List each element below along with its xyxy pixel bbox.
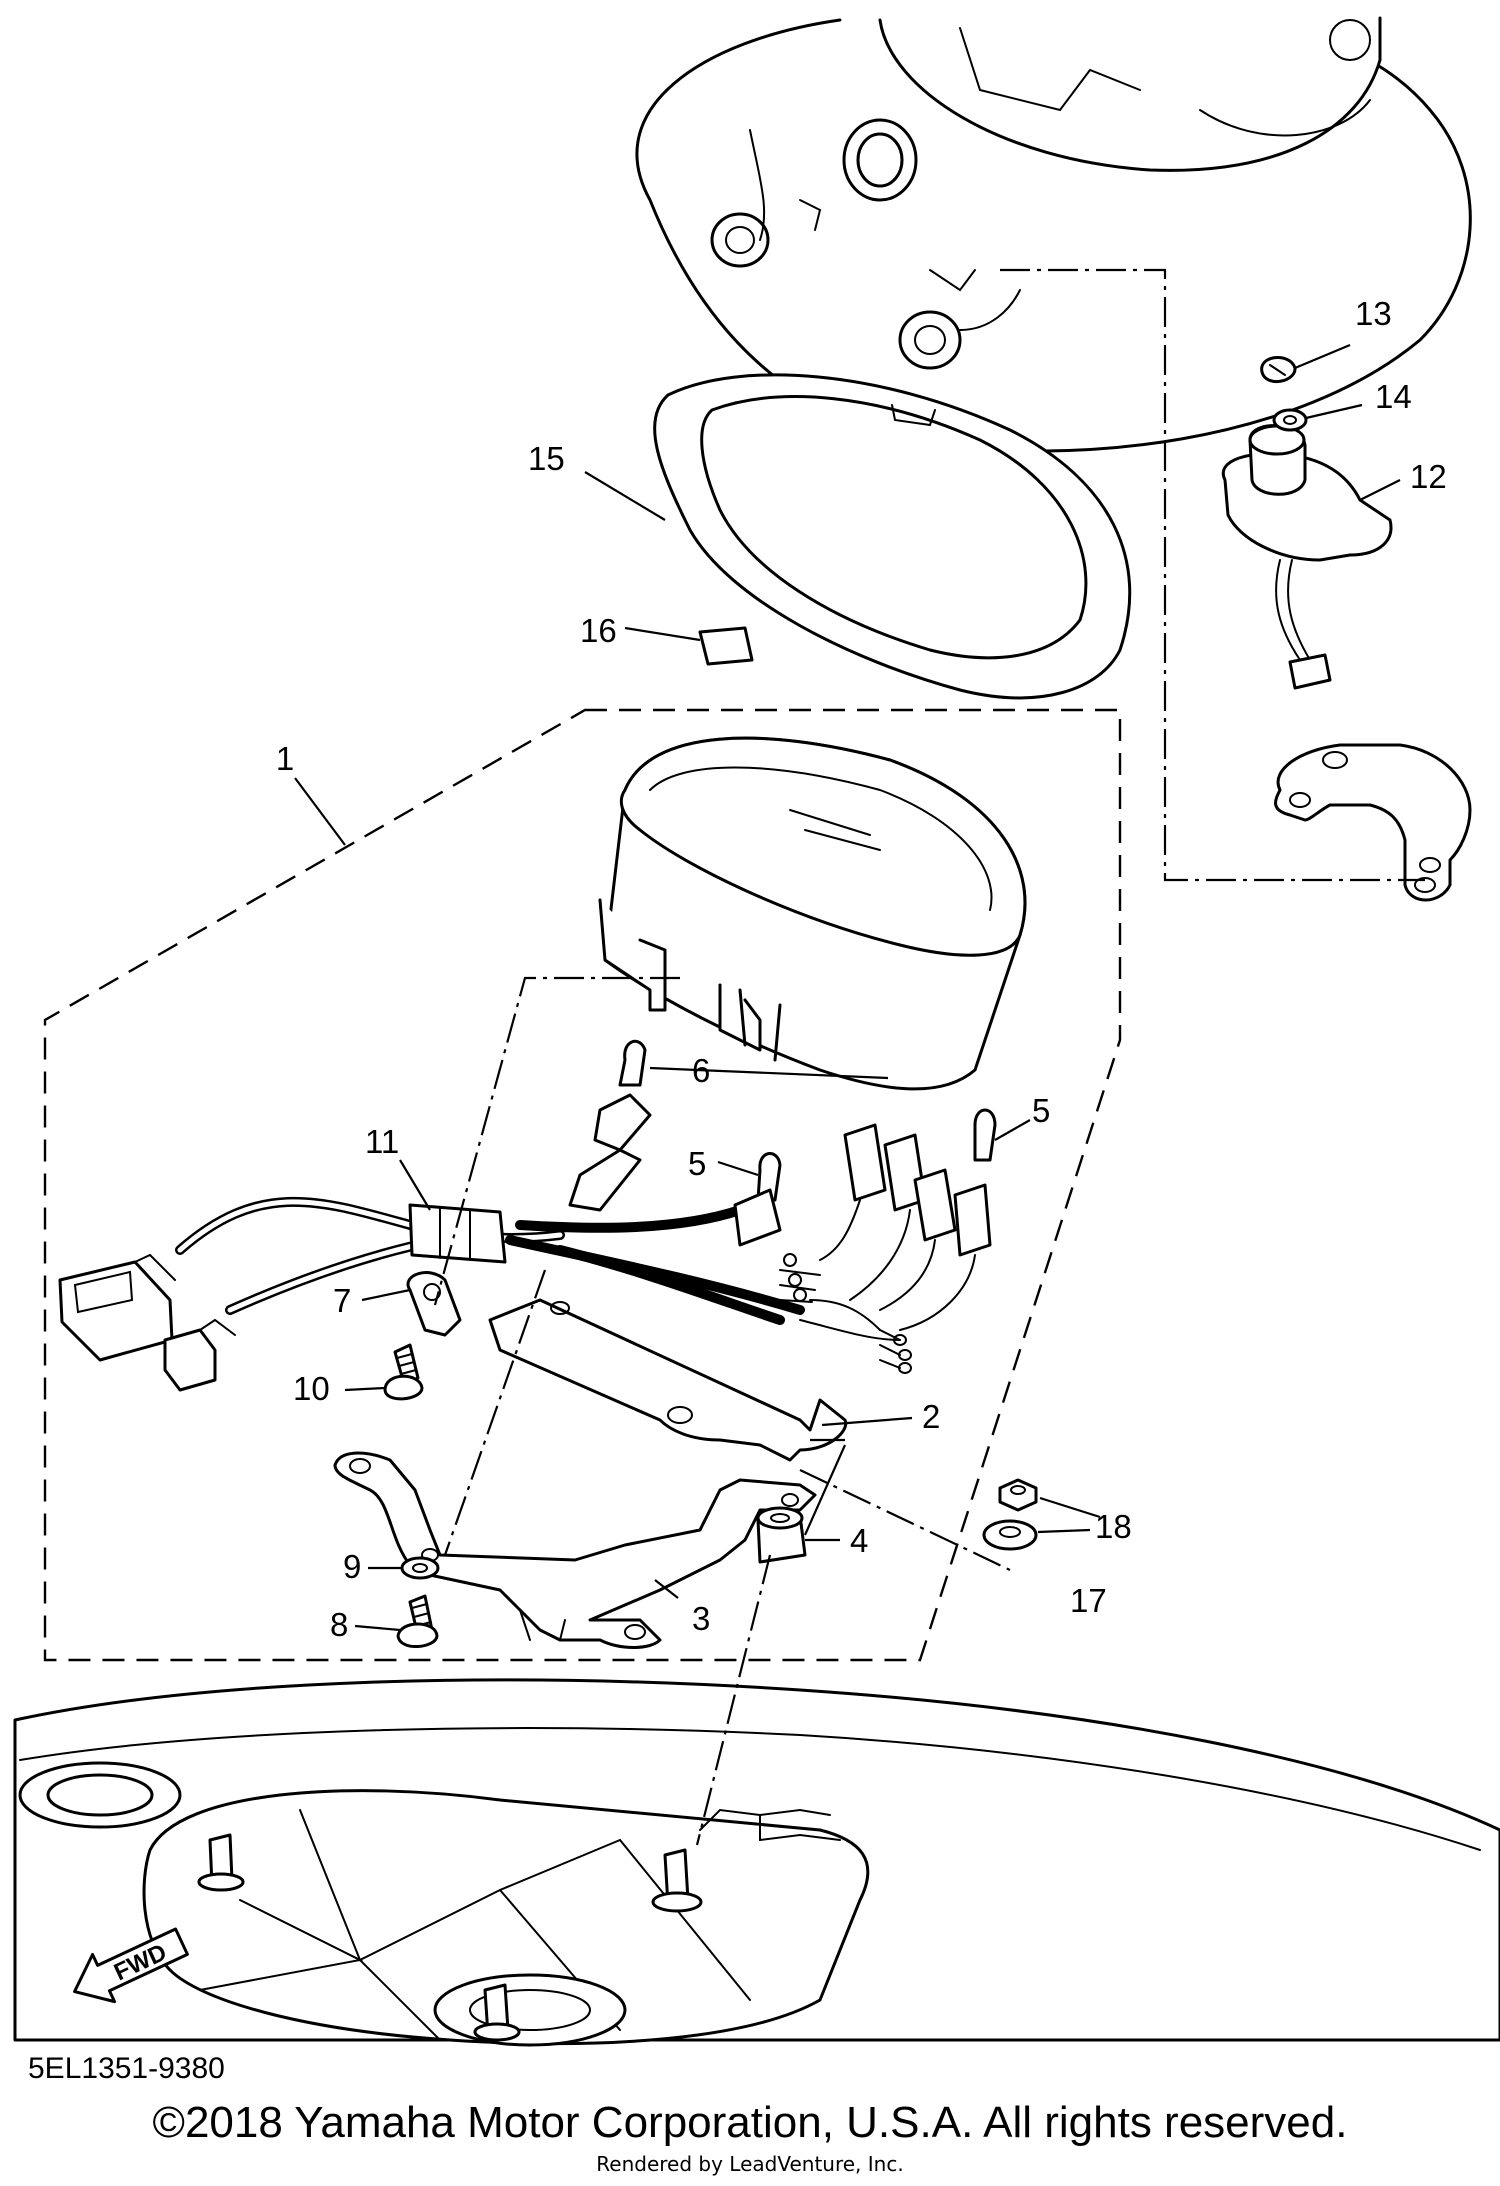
- washer: [982, 1519, 1038, 1551]
- callout-16: 16: [580, 612, 617, 649]
- reference-line: [433, 976, 680, 1306]
- main-coupler: [58, 1253, 176, 1362]
- nut: [998, 1478, 1038, 1512]
- callout-6: 6: [692, 1052, 710, 1089]
- reference-line: [695, 1554, 772, 1846]
- clip: [698, 626, 754, 666]
- callout-2: 2: [922, 1398, 940, 1435]
- wire-clamp: [406, 1271, 462, 1337]
- callout-9: 9: [343, 1548, 361, 1585]
- wire-harness: [175, 1093, 992, 1374]
- reference-line: [799, 1469, 1011, 1571]
- callout-1: 1: [276, 740, 294, 777]
- callout-11: 11: [365, 1123, 399, 1160]
- callout-13: 13: [1355, 295, 1392, 332]
- callout-4: 4: [850, 1522, 868, 1559]
- bulb: [973, 1108, 997, 1162]
- screw: [1260, 355, 1297, 383]
- callout-3: 3: [692, 1600, 710, 1637]
- headlight-body: [13, 1678, 1500, 2047]
- meter-body: [598, 736, 1027, 1091]
- callout-5a: 5: [1032, 1092, 1050, 1129]
- rendered-by-note: Rendered by LeadVenture, Inc.: [596, 2152, 904, 2176]
- leader-lines: [294, 343, 1401, 1632]
- diagram-code: 5EL1351-9380: [28, 2052, 225, 2085]
- switch: [1221, 424, 1393, 690]
- meter-cover-plate: [488, 1298, 848, 1462]
- callout-17: 17: [1070, 1582, 1107, 1619]
- washer: [400, 1556, 440, 1580]
- screw: [383, 1343, 424, 1401]
- meter-housing-cover: [635, 16, 1472, 453]
- bulb: [618, 1039, 647, 1087]
- callout-8: 8: [330, 1606, 348, 1643]
- callout-18: 18: [1095, 1508, 1132, 1545]
- meter-assembly-boundary: [43, 708, 1122, 1662]
- screw: [396, 1594, 439, 1649]
- reference-line: [443, 1269, 547, 1556]
- damper: [756, 1506, 807, 1564]
- sub-coupler: [163, 1318, 236, 1392]
- washer: [1272, 408, 1308, 432]
- copyright-notice: ©2018 Yamaha Motor Corporation, U.S.A. A…: [152, 2098, 1348, 2147]
- reference-line: [1000, 268, 1425, 882]
- callout-7: 7: [333, 1282, 351, 1319]
- callout-5b: 5: [688, 1145, 706, 1182]
- switch-stay: [1274, 743, 1472, 902]
- meter-bracket: [333, 1451, 817, 1649]
- meter-ring: [653, 373, 1132, 700]
- callout-12: 12: [1410, 458, 1447, 495]
- callout-10: 10: [293, 1370, 330, 1407]
- callout-15: 15: [528, 440, 565, 477]
- callout-14: 14: [1375, 378, 1412, 415]
- bulb: [756, 1152, 782, 1202]
